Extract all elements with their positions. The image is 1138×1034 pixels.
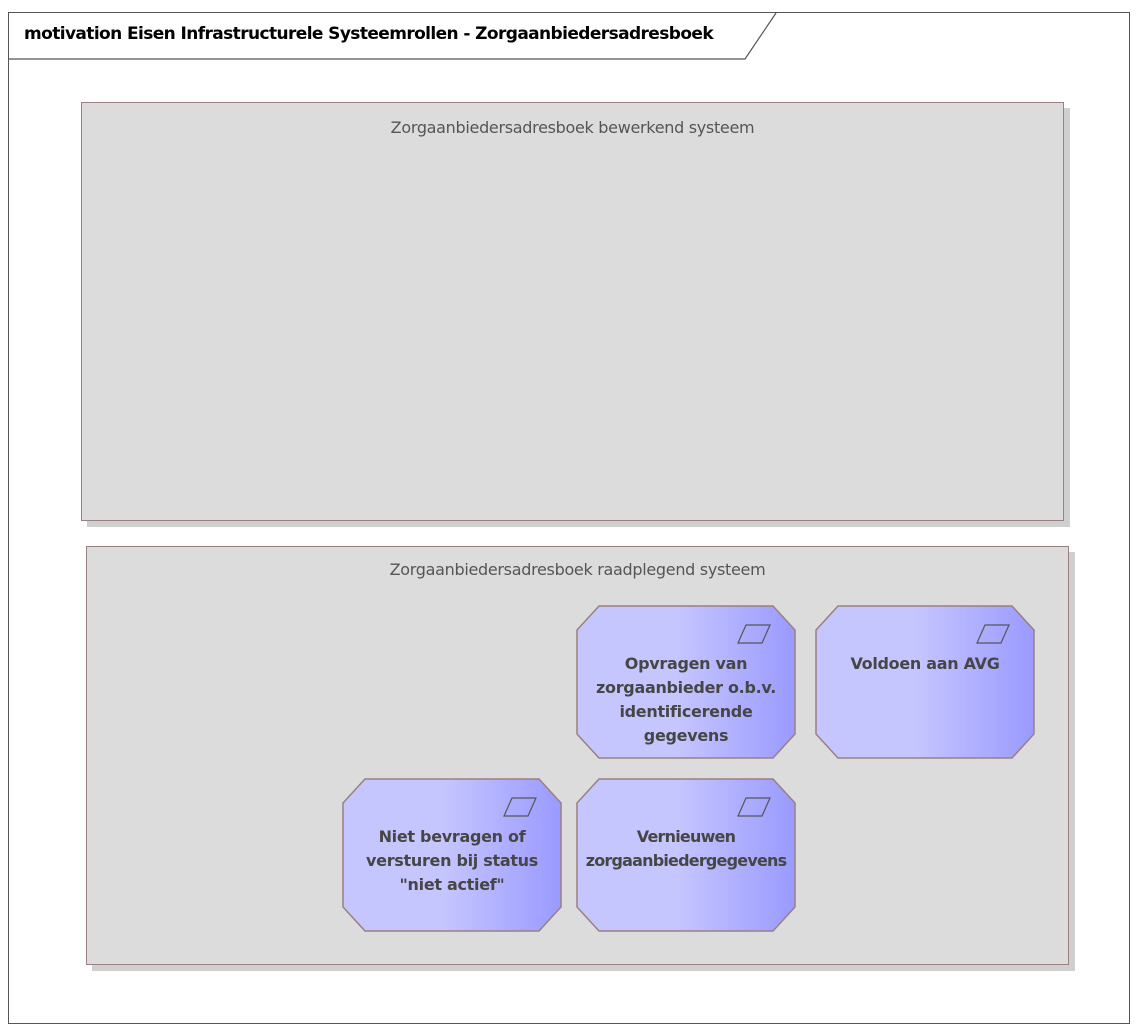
group-label: Zorgaanbiedersadresboek bewerkend systee…: [390, 118, 755, 137]
title-tab-outline: [8, 12, 777, 60]
parallelogram-icon: [503, 797, 537, 817]
parallelogram-icon: [976, 624, 1010, 644]
requirement-label: Vernieuwen zorgaanbiedergegevens: [585, 827, 787, 870]
requirement-opvragen-zorgaanbieder[interactable]: Opvragen van zorgaanbieder o.b.v. identi…: [576, 605, 796, 759]
requirement-voldoen-avg[interactable]: Voldoen aan AVG: [815, 605, 1035, 759]
requirement-label: Niet bevragen of versturen bij status "n…: [366, 827, 538, 894]
requirement-label: Voldoen aan AVG: [850, 654, 1000, 673]
diagram-title-tab: [8, 12, 778, 60]
requirement-label: Opvragen van zorgaanbieder o.b.v. identi…: [596, 654, 776, 745]
parallelogram-icon: [737, 797, 771, 817]
requirement-shape: [576, 605, 796, 759]
requirement-niet-bevragen[interactable]: Niet bevragen of versturen bij status "n…: [342, 778, 562, 932]
group-bewerkend-systeem[interactable]: Zorgaanbiedersadresboek bewerkend systee…: [81, 102, 1064, 521]
group-label: Zorgaanbiedersadresboek raadplegend syst…: [389, 560, 766, 579]
requirement-vernieuwen-gegevens[interactable]: Vernieuwen zorgaanbiedergegevens: [576, 778, 796, 932]
parallelogram-icon: [737, 624, 771, 644]
requirement-shape: [576, 778, 796, 932]
requirement-shape: [815, 605, 1035, 759]
requirement-shape: [342, 778, 562, 932]
diagram-title: motivation Eisen Infrastructurele Systee…: [24, 24, 714, 44]
